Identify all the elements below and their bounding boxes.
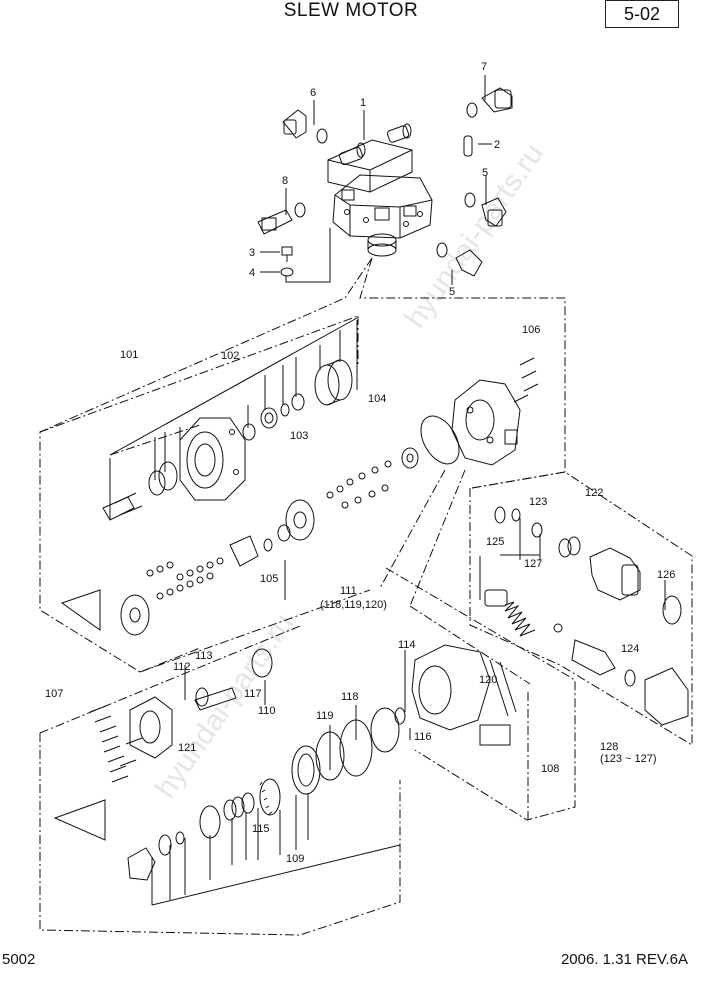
callout-118: 118 [341,691,359,703]
callout-111-subparts: (118,119,120) [320,599,387,611]
ball-rows [146,460,392,600]
callout-113: 113 [195,650,213,662]
watermark-text: hyundai-parts.ru [399,137,550,334]
callout-8: 8 [282,175,288,187]
page-title: SLEW MOTOR [283,0,419,21]
bolts-121 [89,705,143,783]
callout-112: 112 [173,661,191,673]
washer-4 [280,267,294,277]
callout-102: 102 [221,350,239,362]
callout-119: 119 [316,710,334,722]
callout-120: 120 [479,674,497,686]
callout-1: 1 [360,97,366,109]
callout-127: 127 [524,558,542,570]
callout-101: 101 [120,349,138,361]
callout-5-lower: 5 [449,286,455,298]
group-107-brake-and-gear-parts [53,644,517,906]
callout-3: 3 [249,247,255,259]
bolts-106 [513,357,539,403]
callout-121: 121 [178,742,196,754]
straight-fitting-8 [257,202,306,235]
top-leader-lines [260,75,492,285]
callout-111: 111 [340,585,357,597]
callout-123: 123 [529,496,547,508]
bolt-3 [281,246,293,262]
elbow-fitting-7 [466,87,513,118]
callout-105: 105 [260,573,278,585]
callout-106: 106 [522,324,540,336]
callout-109: 109 [286,853,304,865]
callout-116: 116 [414,731,432,743]
callout-2: 2 [494,139,500,151]
slew-motor-top-assembly [327,123,433,257]
callout-128-subparts: (123 ~ 127) [600,753,657,765]
page-reference-box: 5-02 [605,0,679,28]
callout-115: 115 [252,823,270,835]
elbow-fitting-5-upper [464,192,507,227]
callout-5-upper: 5 [482,167,488,179]
piston-set [120,499,315,636]
elbow-fitting-6 [282,109,328,144]
group-101-motor-body-parts [60,317,539,636]
callout-117: 117 [244,688,262,700]
callout-122: 122 [585,487,603,499]
footer-part-code: 5002 [2,951,36,968]
callout-104: 104 [368,393,386,405]
callout-110: 110 [258,705,276,717]
callout-126: 126 [657,569,675,581]
elbow-fitting-5-lower [436,242,483,277]
watermark-text-2: hyundai-parts.ru [149,607,300,804]
group-122-relief-valve-parts [479,506,689,726]
callout-103: 103 [290,430,308,442]
callout-6: 6 [310,87,316,99]
callout-124: 124 [621,643,639,655]
callout-125: 125 [486,536,504,548]
callout-107: 107 [45,688,63,700]
part-callouts: 1 2 3 4 5 5 6 7 8 101 102 103 104 105 10… [45,61,675,865]
callout-4: 4 [249,267,255,279]
callout-7: 7 [481,61,487,73]
callout-114: 114 [398,639,416,651]
pin-2 [463,135,473,157]
watermark: hyundai-parts.ru hyundai-parts.ru [149,137,550,804]
callout-108: 108 [541,763,559,775]
footer-date-revision: 2006. 1.31 REV.6A [560,951,688,968]
callout-128: 128 [600,741,618,753]
